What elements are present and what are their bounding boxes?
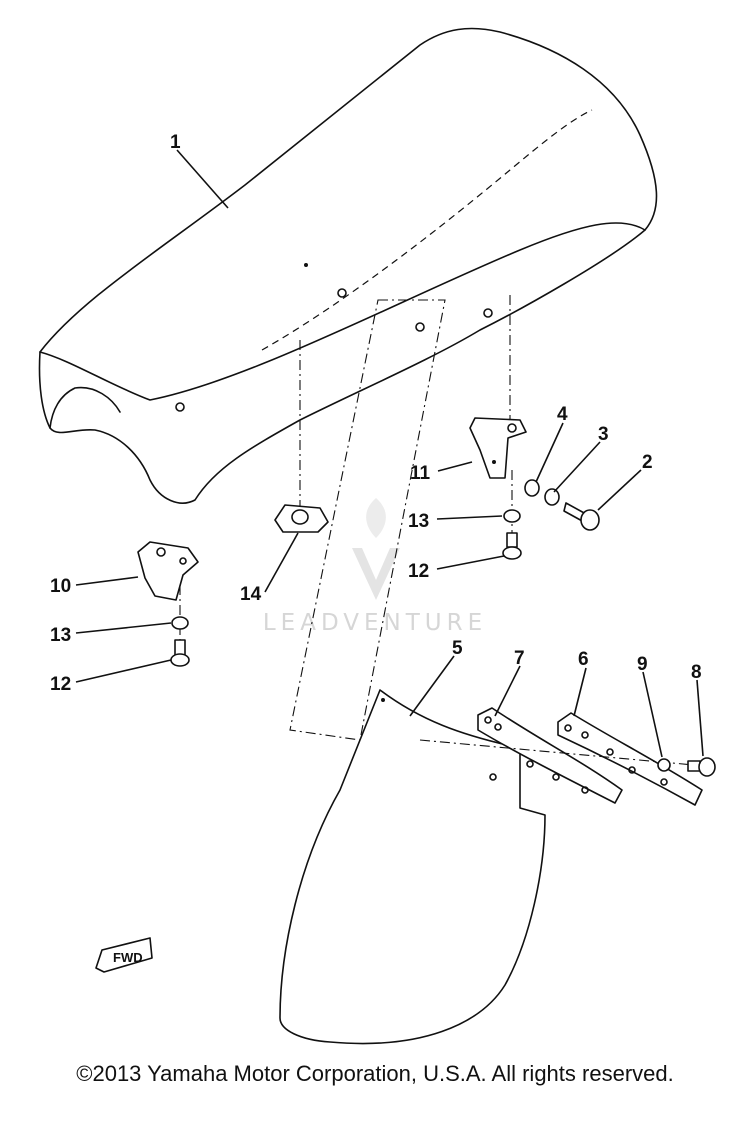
watermark: LEADVENTURE (263, 498, 487, 636)
seat-top-edge (39, 222, 646, 401)
watermark-text: LEADVENTURE (263, 610, 487, 636)
nut-clip-part (274, 504, 329, 533)
part-label-12-left: 12 (50, 674, 71, 695)
bolt-12-left (170, 639, 190, 667)
strip-7-part (477, 707, 623, 804)
watermark-logo-icon (352, 548, 400, 600)
part-label-13-right: 13 (408, 511, 429, 532)
part-label-1: 1 (170, 132, 181, 153)
bracket-right-part (469, 417, 527, 479)
part-label-5: 5 (452, 638, 463, 659)
bolt-2 (563, 502, 600, 531)
washer-3 (544, 488, 560, 506)
part-labels: 1 2 3 4 5 6 7 8 9 10 11 12 12 13 13 14 (50, 132, 702, 695)
part-label-6: 6 (578, 649, 589, 670)
watermark-flame-icon (366, 498, 386, 538)
strip-bolt-line (419, 739, 706, 767)
part-label-10: 10 (50, 576, 71, 597)
part-label-8: 8 (691, 662, 702, 683)
part-label-14: 14 (240, 584, 262, 605)
part-label-4: 4 (557, 404, 568, 425)
copyright-notice: ©2013 Yamaha Motor Corporation, U.S.A. A… (76, 1061, 674, 1086)
strip-6-part (557, 712, 703, 806)
forward-direction-label: FWD (113, 950, 143, 965)
seat-nose (49, 386, 121, 429)
seat-part (38, 27, 658, 504)
bolt-12-right (502, 532, 522, 560)
washer-13-right (503, 509, 521, 523)
washer-4 (524, 479, 540, 497)
part-label-13-left: 13 (50, 625, 71, 646)
part-label-7: 7 (514, 648, 525, 669)
part-label-11: 11 (410, 463, 431, 484)
bracket-left-part (137, 541, 199, 601)
part-label-3: 3 (598, 424, 609, 445)
washer-13-left (171, 616, 189, 630)
forward-direction-marker: FWD (95, 937, 153, 973)
leader-lines (75, 149, 704, 758)
seat-stitch-line (261, 109, 593, 351)
part-label-2: 2 (642, 452, 653, 473)
part-label-12-right: 12 (408, 561, 429, 582)
part-label-9: 9 (637, 654, 648, 675)
seat-outline (38, 27, 658, 504)
bolt-8 (687, 757, 716, 777)
nut-9 (657, 758, 671, 772)
